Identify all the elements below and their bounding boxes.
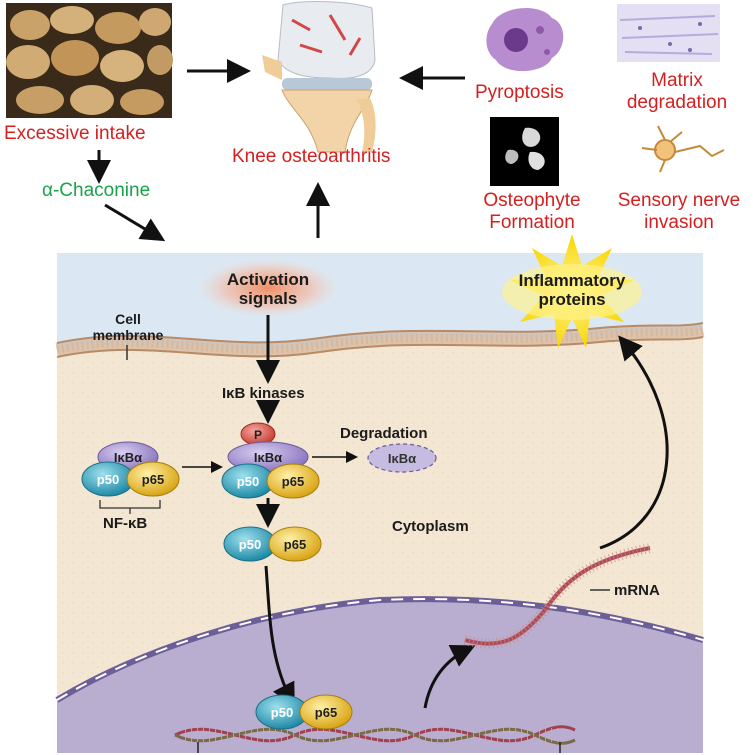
label-alpha-chaconine: α-Chaconine	[42, 180, 151, 201]
osteophyte-ct-image	[490, 117, 559, 186]
label-p50-free: p50	[239, 537, 261, 552]
label-ikba-left: IκBα	[114, 450, 142, 465]
label-cytoplasm: Cytoplasm	[392, 518, 469, 535]
phospho-complex	[221, 422, 320, 499]
label-excessive-intake: Excessive intake	[4, 123, 146, 144]
potato-photo	[6, 3, 173, 118]
dna-helix	[174, 725, 576, 753]
knee-illustration	[262, 1, 376, 153]
nfkb-complex-left	[81, 441, 180, 497]
label-nfkb: NF-κB	[103, 515, 148, 532]
label-osteophyte-formation: Osteophyte Formation	[483, 190, 581, 233]
sensory-neuron-image	[641, 125, 725, 173]
label-activation-signals: Activation signals	[226, 270, 310, 308]
label-matrix-degradation: Matrix degradation	[626, 70, 728, 113]
label-degradation: Degradation	[340, 425, 428, 442]
nuclear-p50-p65	[255, 694, 353, 730]
label-p50-center: p50	[237, 474, 259, 489]
label-p65-nuclear: p65	[315, 705, 337, 720]
arrow-translation	[599, 335, 669, 550]
label-p50-nuclear: p50	[271, 705, 293, 720]
arrow-chaconine-to-cell	[104, 203, 166, 242]
free-p50-p65	[223, 526, 322, 562]
label-pyroptosis: Pyroptosis	[475, 82, 564, 103]
label-inflammatory-proteins: Inflammatory proteins	[518, 271, 626, 309]
label-p50-left: p50	[97, 472, 119, 487]
label-cell-membrane: Cell membrane	[92, 311, 164, 343]
label-knee-osteoarthritis: Knee osteoarthritis	[232, 146, 391, 167]
label-mrna: mRNA	[614, 582, 660, 599]
label-p65-center: p65	[282, 474, 304, 489]
label-ikba-degraded: IκBα	[388, 451, 416, 466]
matrix-histology-image	[617, 4, 720, 62]
nfkb-bracket	[99, 500, 161, 514]
arrow-transcription	[423, 644, 476, 709]
pyroptosis-cell-image	[486, 7, 564, 72]
activation-glow	[196, 258, 340, 318]
degraded-ikba	[367, 443, 437, 473]
label-p65-left: p65	[142, 472, 164, 487]
mrna-strand	[463, 543, 651, 649]
label-ikba-center: IκBα	[254, 450, 282, 465]
nucleus	[55, 596, 704, 753]
label-p65-free: p65	[284, 537, 306, 552]
inflammatory-burst	[502, 234, 642, 348]
label-ikb-kinases: IκB kinases	[222, 385, 305, 402]
label-sensory-nerve-invasion: Sensory nerve invasion	[617, 190, 741, 233]
arrow-to-nucleus	[264, 565, 295, 708]
label-p-phospho: P	[254, 428, 262, 442]
